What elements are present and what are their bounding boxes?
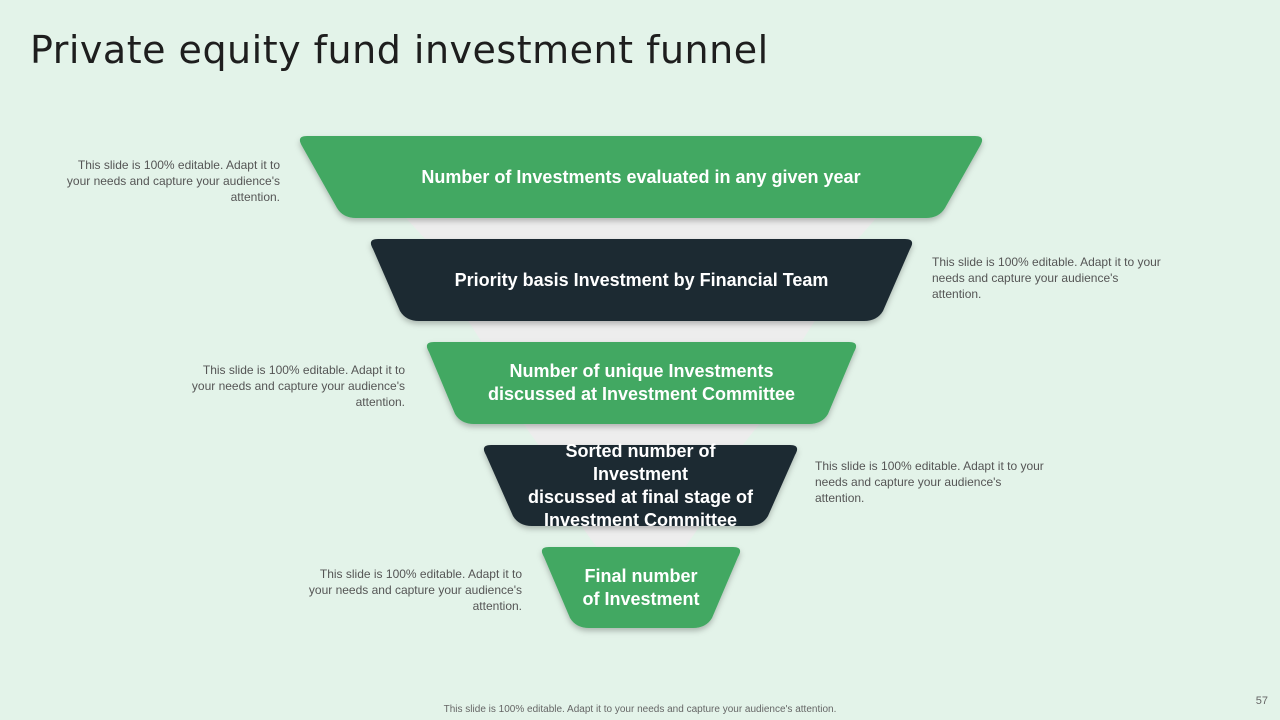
stage-note-5: This slide is 100% editable. Adapt it to… <box>308 567 522 613</box>
page-title: Private equity fund investment funnel <box>30 28 769 72</box>
funnel-stage-label-5: Final number of Investment <box>582 565 700 609</box>
funnel-stage-label-4: Sorted number of Investment discussed at… <box>527 440 754 530</box>
funnel-connector <box>522 422 761 447</box>
funnel-connector <box>467 319 816 344</box>
funnel-stage-2 <box>370 239 913 321</box>
funnel-stage-label-2: Priority basis Investment by Financial T… <box>454 269 829 290</box>
footer-note: This slide is 100% editable. Adapt it to… <box>443 704 837 715</box>
page-number: 57 <box>1255 695 1268 707</box>
funnel-stage-1 <box>299 136 983 218</box>
stage-note-2: This slide is 100% editable. Adapt it to… <box>932 255 1161 301</box>
funnel-connector <box>404 216 878 241</box>
funnel-stage-4 <box>483 445 798 526</box>
funnel-stage-label-1: Number of Investments evaluated in any g… <box>421 166 861 187</box>
stage-note-1: This slide is 100% editable. Adapt it to… <box>66 158 280 204</box>
funnel-stage-label-3: Number of unique Investments discussed a… <box>487 361 796 404</box>
funnel-stage-5 <box>541 547 741 628</box>
funnel-connector <box>580 524 701 549</box>
funnel-stage-3 <box>426 342 857 424</box>
stage-note-4: This slide is 100% editable. Adapt it to… <box>815 459 1044 505</box>
stage-note-3: This slide is 100% editable. Adapt it to… <box>191 363 405 409</box>
